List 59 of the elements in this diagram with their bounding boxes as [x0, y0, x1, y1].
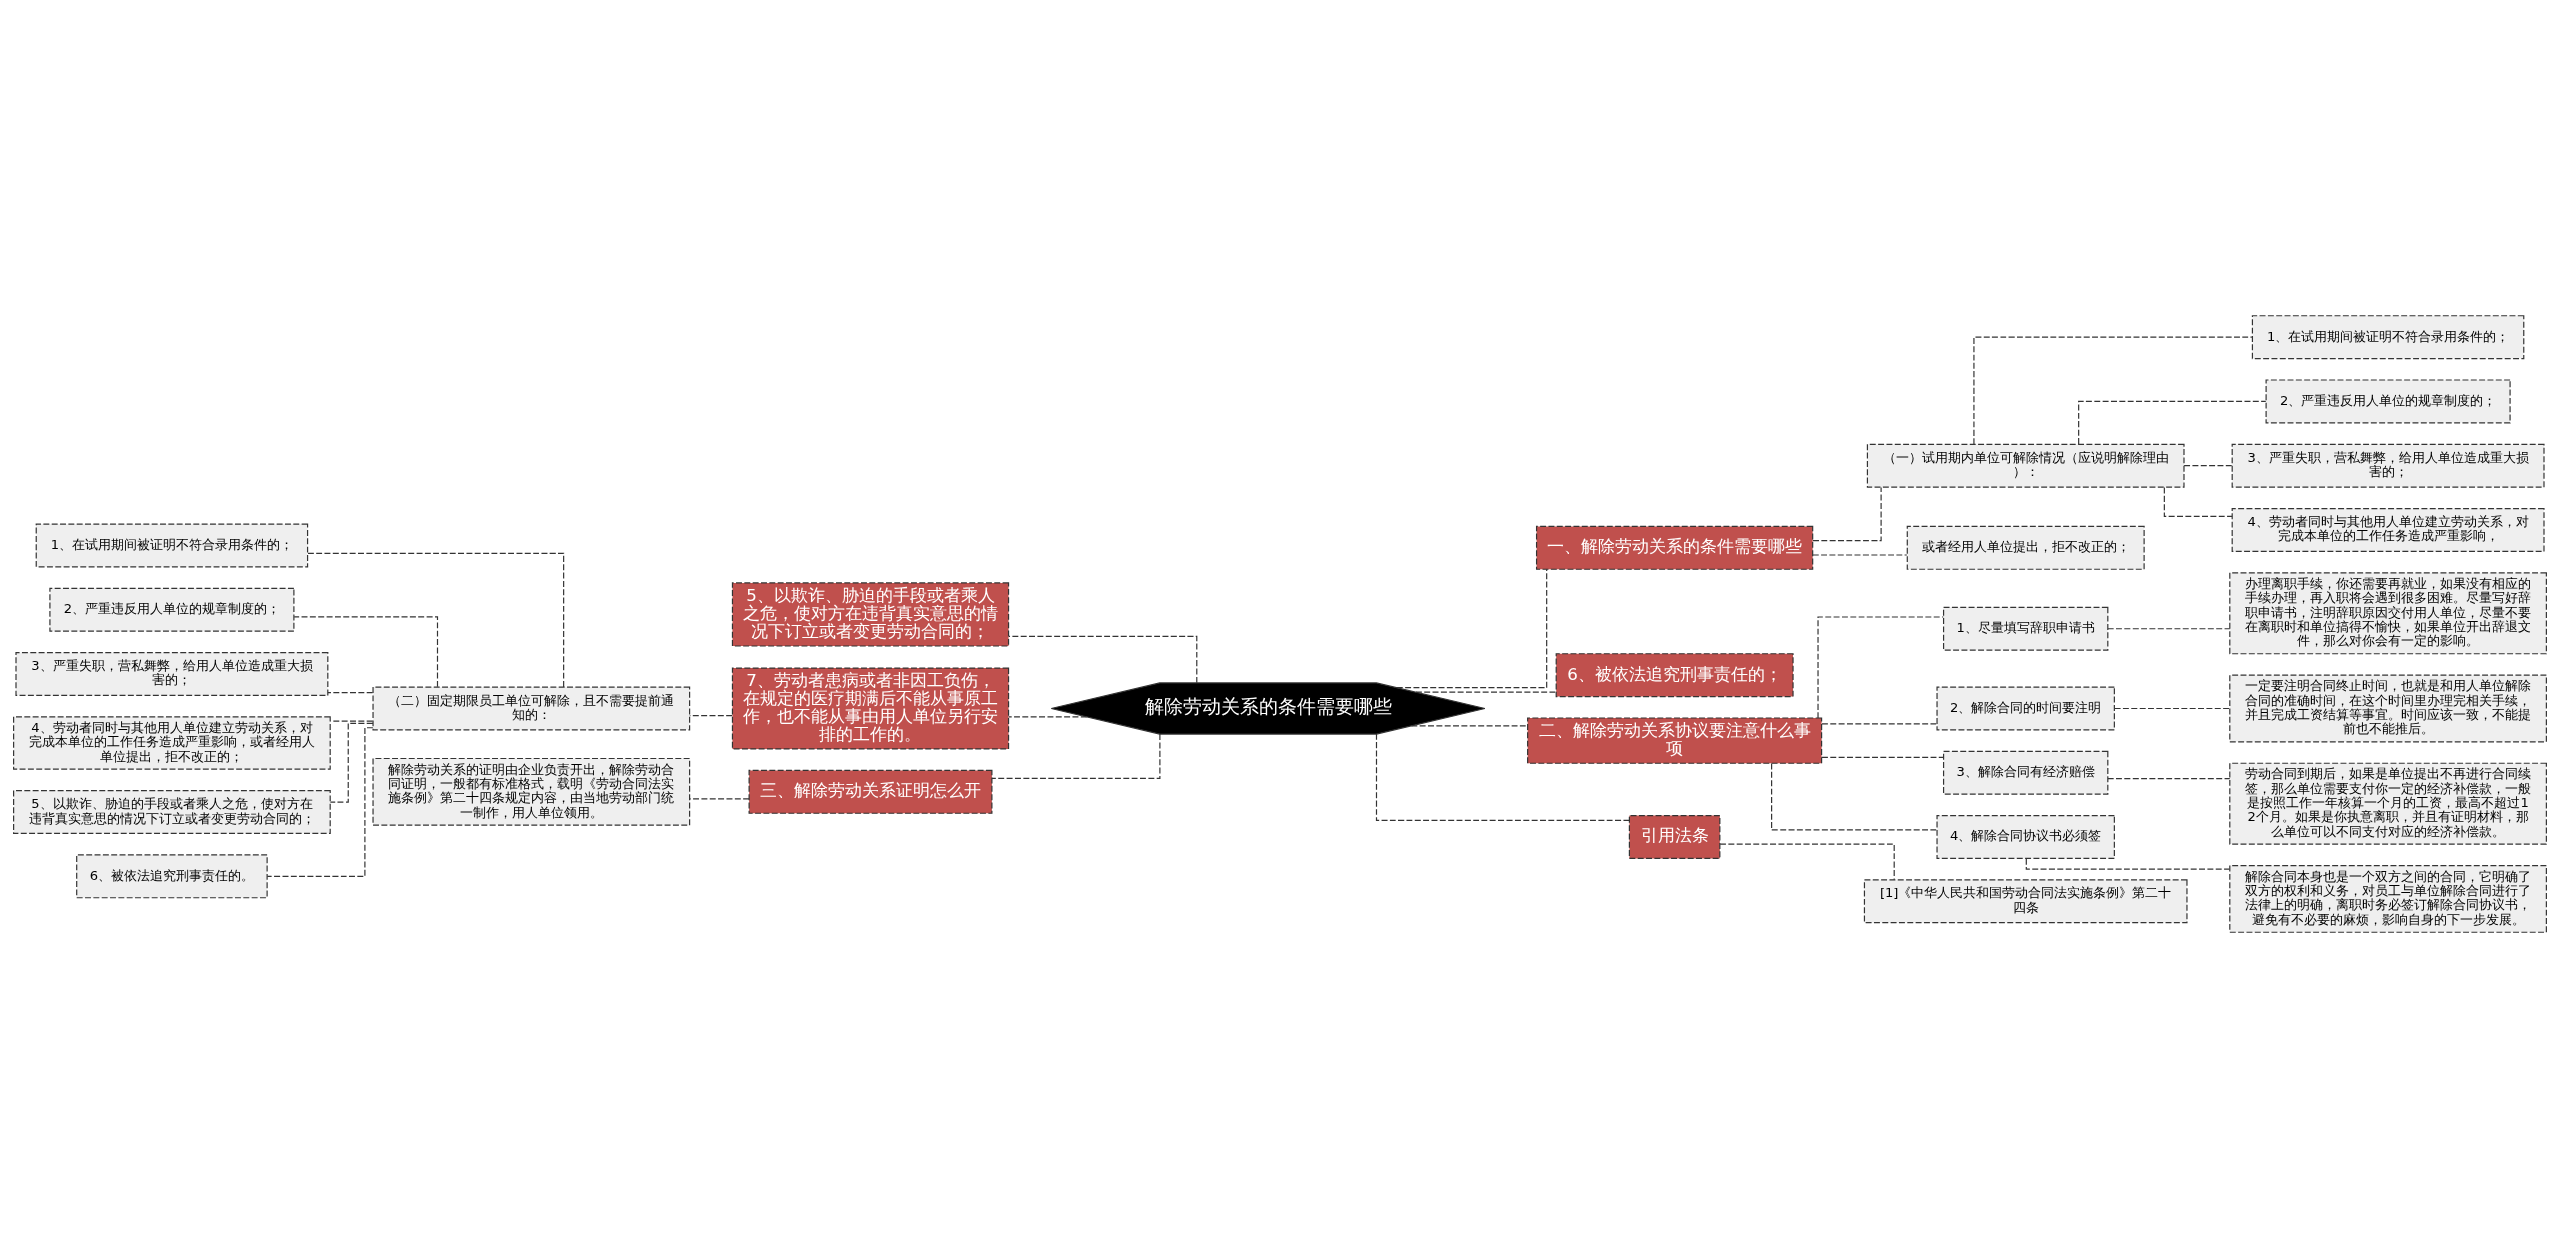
connector: [2107, 778, 2231, 780]
connector: [1821, 756, 1944, 758]
node-box: 2、严重违反用人单位的规章制度的；: [49, 587, 295, 632]
connector: [689, 715, 733, 717]
node-box: 或者经用人单位提出，拒不改正的；: [1906, 525, 2145, 570]
node-box: 6、被依法追究刑事责任的；: [1555, 653, 1794, 698]
connector: [1396, 568, 1548, 689]
connector: [2183, 465, 2233, 467]
connector: [2107, 628, 2231, 630]
connector: [1008, 635, 1198, 684]
node-box: （二）固定期限员工单位可解除，且不需要提前通知的：: [372, 686, 691, 731]
node-box: [1]《中华人民共和国劳动合同法实施条例》第二十四条: [1863, 879, 2188, 924]
connector: [266, 727, 374, 877]
node-box: 办理离职手续，你还需要再就业，如果没有相应的手续办理，再入职将会遇到很多困难。尽量写好辞职申请书，注明辞职原因交付用人单位，尽量不要在离职时和单位搞得不愉快，如果单位开出辞退文件，那么对你会有一定的影响。: [2229, 572, 2547, 655]
node-box: 3、严重失职，营私舞弊，给用人单位造成重大损害的；: [15, 651, 329, 696]
node-box: 解除劳动关系的证明由企业负责开出，解除劳动合同证明，一般都有标准格式，载明《劳动合同法实施条例》第二十四条规定内容，由当地劳动部门统一制作，用人单位领用。: [372, 757, 691, 826]
node-box: 引用法条: [1628, 815, 1721, 860]
connector: [327, 692, 374, 694]
connector: [1821, 723, 1938, 725]
node-box: 6、被依法追究刑事责任的。: [76, 854, 268, 899]
node-box: 5、以欺诈、胁迫的手段或者乘人之危，使对方在违背真实意思的情况下订立或者变更劳动合同的；: [13, 790, 331, 835]
connector: [307, 552, 565, 688]
connector: [1375, 733, 1630, 821]
node-box: 2、解除合同的时间要注明: [1936, 686, 2115, 731]
connector: [330, 720, 374, 722]
connector: [689, 798, 750, 800]
connector: [1719, 843, 1895, 881]
node-box: 1、在试用期间被证明不符合录用条件的；: [2251, 315, 2525, 360]
connector: [1410, 725, 1529, 727]
node-box: 二、解除劳动关系协议要注意什么事项: [1527, 717, 1823, 764]
connector: [2078, 400, 2267, 445]
connector: [329, 722, 374, 803]
node-box: 2、严重违反用人单位的规章制度的；: [2265, 379, 2511, 424]
node-box: 5、以欺诈、胁迫的手段或者乘人之危，使对方在违背真实意思的情况下订立或者变更劳动合同的；: [731, 582, 1010, 647]
connector: [1973, 336, 2253, 445]
node-box: （一）试用期内单位可解除情况（应说明解除理由）：: [1866, 443, 2185, 488]
node-box: 1、尽量填写辞职申请书: [1943, 606, 2109, 651]
connector: [1771, 763, 1938, 831]
node-box: 解除合同本身也是一个双方之间的合同，它明确了双方的权利和义务，对员工与单位解除合同进行了法律上的明确，离职时务必签订解除合同协议书，避免有不必要的麻烦，影响自身的下一步发展。: [2229, 865, 2547, 933]
connector: [2163, 486, 2233, 517]
connector: [1415, 691, 1557, 693]
connector: [1008, 716, 1088, 718]
node-box: 一定要注明合同终止时间，也就是和用人单位解除合同的准确时间，在这个时间里办理完相关手续，并且完成工资结算等事宜。时间应该一致，不能提前也不能推后。: [2229, 674, 2547, 743]
connector: [1817, 616, 1944, 719]
node-box: 三、解除劳动关系证明怎么开: [748, 769, 993, 814]
node-box: 4、劳动者同时与其他用人单位建立劳动关系，对完成本单位的工作任务造成严重影响，: [2231, 507, 2545, 552]
connector: [293, 616, 439, 688]
connector: [1812, 486, 1882, 542]
connector: [991, 733, 1161, 779]
node-box: 4、解除合同协议书必须签: [1936, 815, 2115, 860]
connector: [1812, 554, 1908, 556]
node-box: 4、劳动者同时与其他用人单位建立劳动关系，对完成本单位的工作任务造成严重影响，或者经用人单位提出，拒不改正的；: [13, 716, 331, 770]
node-box: 3、解除合同有经济赔偿: [1943, 750, 2109, 795]
connector: [2114, 707, 2231, 710]
node-box: 一、解除劳动关系的条件需要哪些: [1535, 525, 1814, 570]
node-box: 劳动合同到期后，如果是单位提出不再进行合同续签，那么单位需要支付你一定的经济补偿款，一般是按照工作一年核算一个月的工资，最高不超过12个月。如果是你执意离职，并且有证明材料，那么单位可以不同支付对应的经济补偿款。: [2229, 762, 2547, 845]
node-box: 7、劳动者患病或者非因工负伤，在规定的医疗期满后不能从事原工作，也不能从事由用人单位另行安排的工作的。: [731, 667, 1010, 750]
node-box: 1、在试用期间被证明不符合录用条件的；: [35, 523, 309, 568]
node-box: 3、严重失职，营私舞弊，给用人单位造成重大损害的；: [2231, 443, 2545, 488]
